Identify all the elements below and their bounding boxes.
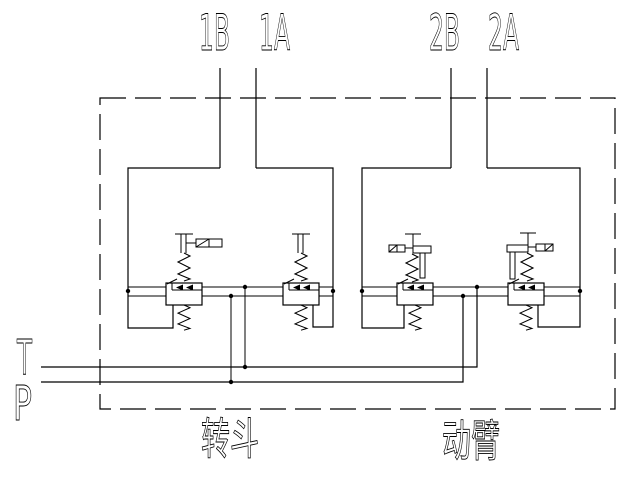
- junction-dot: [474, 284, 480, 290]
- valve-body: [282, 282, 320, 306]
- valve-body-detail: [283, 278, 319, 291]
- spring-icon: [408, 304, 422, 331]
- flow-arrow-icon: [518, 284, 525, 291]
- valve-unit-2-left: [388, 233, 434, 331]
- flow-arrow-icon: [528, 284, 535, 291]
- valve-body: [396, 282, 434, 306]
- flow-arrow-icon: [407, 284, 414, 291]
- block2-right-outline: [487, 167, 581, 328]
- valve-block-1: [125, 167, 336, 385]
- spring-icon: [294, 252, 308, 282]
- valve-unit-2-right: [506, 232, 554, 331]
- tank-rail: [41, 287, 478, 368]
- valve-body-detail: [397, 278, 433, 291]
- junction-dot: [460, 293, 466, 299]
- valve-body: [507, 282, 545, 306]
- spring-icon: [177, 252, 191, 282]
- spring-icon: [520, 252, 534, 282]
- junction-dot: [242, 364, 248, 370]
- spring-icon: [519, 304, 533, 331]
- junction-dot: [577, 288, 583, 294]
- port-label-1a: 1A: [259, 4, 290, 62]
- enclosure-border: [99, 97, 616, 410]
- pressure-port-label: P: [13, 376, 32, 432]
- valve-unit-1-left: [165, 233, 223, 331]
- spring-icon: [294, 304, 308, 331]
- valve-body: [165, 282, 203, 306]
- flow-arrow-icon: [417, 284, 424, 291]
- port-label-2a: 2A: [488, 4, 519, 62]
- valve-block-2: [359, 167, 583, 331]
- pilot-actuator-icon: [292, 233, 310, 253]
- block1-right-outline: [256, 167, 334, 328]
- flow-arrow-icon: [186, 284, 193, 291]
- valve-body-detail: [166, 278, 202, 291]
- junction-dot: [228, 293, 234, 299]
- section-label-boom: 动臂: [442, 416, 500, 467]
- spring-icon: [177, 304, 191, 331]
- flow-arrow-icon: [176, 284, 183, 291]
- valve-body-detail: [508, 278, 544, 291]
- junction-dot: [359, 288, 365, 294]
- lever-actuator-icon: [506, 232, 554, 280]
- pressure-rail: [41, 296, 464, 383]
- junction-dot: [228, 379, 234, 385]
- junction-dot: [242, 284, 248, 290]
- port-label-1b: 1B: [199, 4, 230, 62]
- section-label-bucket: 转斗: [201, 414, 259, 465]
- port-label-2b: 2B: [429, 4, 460, 62]
- junction-dot: [330, 288, 336, 294]
- pilot-actuator-icon: [175, 233, 223, 253]
- block2-left-outline: [361, 167, 451, 329]
- flow-arrow-icon: [293, 284, 300, 291]
- tank-port-label: T: [16, 330, 32, 386]
- spring-icon: [405, 253, 419, 283]
- lever-actuator-icon: [388, 233, 432, 279]
- valve-unit-1-right: [282, 233, 320, 331]
- junction-dot: [125, 288, 131, 294]
- block1-left-outline: [127, 167, 220, 329]
- flow-arrow-icon: [303, 284, 310, 291]
